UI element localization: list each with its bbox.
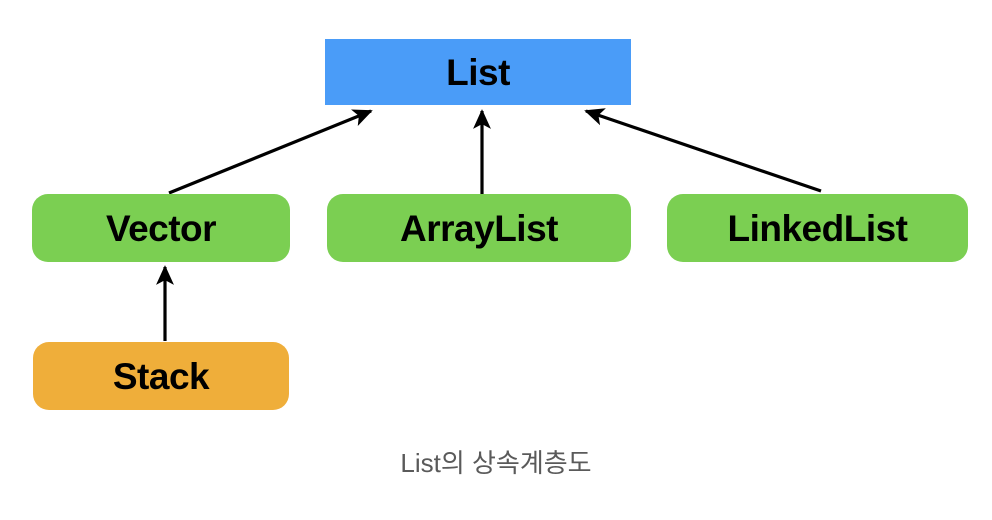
node-stack[interactable]: Stack (33, 342, 289, 410)
node-linkedlist[interactable]: LinkedList (667, 194, 968, 262)
node-list-label: List (446, 51, 510, 93)
node-arraylist[interactable]: ArrayList (327, 194, 631, 262)
node-linkedlist-label: LinkedList (727, 207, 908, 249)
diagram-caption: List의 상속계층도 (400, 448, 592, 478)
node-vector[interactable]: Vector (32, 194, 290, 262)
node-list[interactable]: List (325, 39, 631, 105)
node-stack-label: Stack (112, 355, 210, 397)
edge-vector-to-list (168, 109, 373, 195)
node-arraylist-label: ArrayList (400, 207, 558, 249)
node-vector-label: Vector (105, 207, 217, 249)
edge-linkedlist-to-list (584, 108, 822, 193)
